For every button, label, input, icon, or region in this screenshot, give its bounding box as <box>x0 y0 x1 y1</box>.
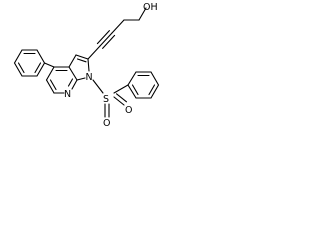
benzenesulfonyl-ring-outline <box>127 71 160 99</box>
sulfonyl-group <box>92 79 129 118</box>
pyridine-bond-c4-c5 <box>45 66 55 81</box>
alkyne-bond-left <box>96 30 110 45</box>
s-o-double-bond-2b <box>115 93 128 103</box>
s-phenyl-bond <box>113 84 129 94</box>
pyrrole-double-bond-c3-c2 <box>76 58 87 63</box>
molecule-structure-diagram: OH N N S O O <box>13 2 160 129</box>
pyridine-double-bond-c5-c6 <box>49 79 57 91</box>
n-s-bond <box>92 79 104 94</box>
pyridine-double-bond-n7-c7a <box>67 78 74 87</box>
pyrrole-ring <box>68 54 90 81</box>
pyridine-bond-c7a-c3a <box>68 66 78 81</box>
benzenesulfonyl-double-bond-2 <box>148 84 156 96</box>
phenyl-pyridine-bond <box>43 62 55 68</box>
hydroxyl-label: OH <box>143 2 158 13</box>
s-o-double-bond-2a <box>113 96 125 106</box>
ring-nitrogen-label: N <box>64 89 71 100</box>
chain-bond-c2-alkyne <box>87 45 101 60</box>
chain-bond-alkyne-ch2 <box>111 19 125 34</box>
alkyne-bond-right <box>102 34 116 49</box>
pyrrole-nitrogen-label: N <box>86 72 93 83</box>
phenyl-ring-outline <box>13 49 46 77</box>
phenyl-double-bond-2 <box>34 62 42 74</box>
alkyne-bond-center <box>99 32 113 47</box>
pyridine-ring <box>45 66 78 94</box>
pyrrole-bond-c2-n1 <box>87 58 90 72</box>
pyrrole-bond-c3-c2 <box>75 54 89 60</box>
benzenesulfonyl-double-bond-3 <box>131 84 139 96</box>
butynol-chain <box>87 7 147 60</box>
pyrrole-bond-n1-c7a <box>76 77 86 81</box>
pyridine-bond-c5-c6 <box>45 79 55 94</box>
sulfonyl-oxygen-label-1: O <box>103 118 110 129</box>
chain-bond-ch2-oh <box>138 7 147 21</box>
phenyl-ring <box>13 49 46 77</box>
phenyl-double-bond-3 <box>17 62 25 74</box>
pyridine-bond-n7-c7a <box>71 79 78 90</box>
benzenesulfonyl-ring <box>127 71 160 99</box>
sulfonyl-oxygen-label-2: O <box>125 105 132 116</box>
sulfur-label: S <box>103 94 109 105</box>
pyrrole-bond-c3a-c3 <box>68 54 77 68</box>
